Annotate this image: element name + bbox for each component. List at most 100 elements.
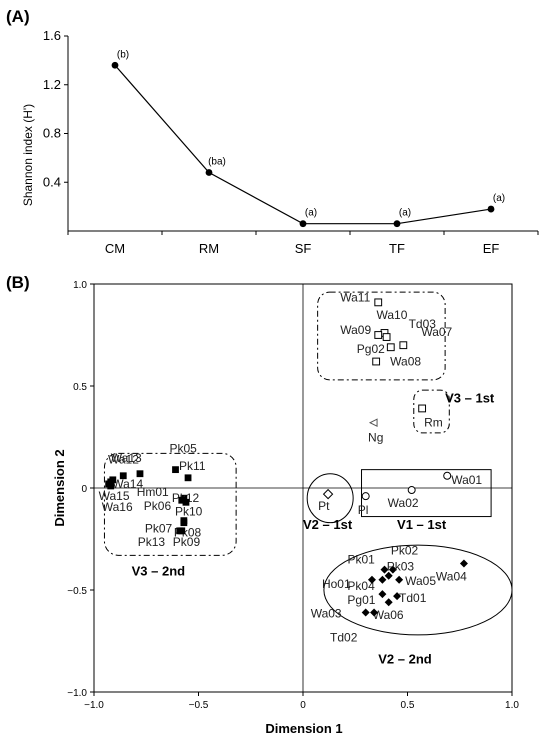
point-label: Wa01 [451,473,482,487]
point-label: Pk01 [348,553,376,567]
point-marker-filled-diamond [367,575,376,584]
point-marker-open-square [386,343,395,352]
enclosure-v2-2nd [323,544,513,636]
point-marker-filled-diamond [361,608,370,617]
panel-b-x-axis-title: Dimension 1 [265,721,342,736]
point-marker-filled-square [172,466,179,474]
point-label: Wa16 [102,500,133,514]
panel-a-series-line [114,64,492,225]
point-label: Wa15 [99,489,130,503]
panel-b-y-tick-label: 0 [81,484,87,495]
point-label: Wa02 [388,496,419,510]
enclosure-v3-1st-main [317,291,446,381]
point-marker-open-triangle [368,418,378,428]
panel-b-x-tick-label: −0.5 [189,700,209,711]
point-marker-filled-diamond [380,565,389,574]
point-label: Wa08 [390,355,421,369]
point-marker-filled-diamond [378,575,387,584]
point-marker-filled-diamond [370,608,379,617]
point-label: Pl [358,503,369,517]
panel-b-x-tick-label: 0.5 [401,700,415,711]
panel-a-point [487,205,495,213]
point-label: Wa12 [108,453,139,467]
panel-a-point [205,169,213,176]
point-label: Pk06 [144,499,172,513]
enclosure-v1-1st [361,469,492,518]
panel-a-y-tick-label: 1.2 [43,77,61,92]
point-label: Wa11 [340,290,370,304]
point-marker-filled-square [180,519,188,527]
enclosure-v3-2nd [103,452,237,556]
point-marker-filled-square [107,478,115,486]
point-marker-filled-diamond [378,590,387,599]
panel-b-x-tick-label: 1.0 [505,700,519,711]
point-label: Pk07 [145,522,173,536]
point-marker-open-square [372,357,381,366]
panel-a-y-tick-label: 1.6 [43,28,61,43]
point-marker-filled-diamond [384,571,393,580]
point-label: Wa04 [436,569,467,583]
point-marker-open-square [399,341,408,350]
point-marker-open-square [374,331,383,339]
point-label: Wa14 [112,477,143,491]
point-marker-filled-square [178,527,186,535]
point-marker-open-diamond [322,488,334,500]
point-label: Wa05 [405,574,436,588]
panel-b-y-tick-label: 1.0 [73,280,87,291]
enclosure-v3-1st-rm [413,389,450,434]
point-label: Wa13 [111,451,142,465]
point-marker-filled-square [119,472,127,480]
panel-a-point [299,220,307,228]
panel-b-y-tick-label: 0.5 [73,382,87,393]
point-marker-open-circle [407,486,416,495]
panel-a-point [393,220,401,228]
point-label: Wa03 [311,606,342,620]
point-label: Pk04 [347,579,375,593]
point-label: Pt [318,499,330,513]
panel-a-significance-label: (ba) [208,157,226,168]
panel-a-significance-label: (b) [117,49,129,60]
point-label: Pg01 [347,593,375,607]
point-label: Pk02 [391,544,419,558]
panel-a-label: (A) [6,7,30,26]
panel-a-significance-label: (a) [305,208,317,219]
point-label: Td01 [399,591,427,605]
point-label: Wa09 [340,323,371,337]
panel-a-x-tick-label: SF [295,241,312,256]
panel-a-x-tick-label: RM [199,241,219,256]
point-marker-open-circle [361,492,370,501]
panel-a-point [111,61,119,69]
group-label: V1 – 1st [397,517,447,532]
panel-a-x-tick-label: EF [483,241,500,256]
point-label: Hm01 [137,485,169,499]
point-marker-filled-square [178,496,186,504]
panel-b-y-axis-title: Dimension 2 [52,449,67,526]
point-marker-filled-diamond [384,598,393,607]
panel-b-x-tick-label: −1.0 [84,700,104,711]
point-label: Ho01 [322,577,351,591]
point-marker-open-square [374,298,383,307]
point-marker-filled-square [136,470,144,478]
panel-b-y-tick-label: −1.0 [67,688,87,699]
point-marker-open-circle [443,471,452,480]
point-label: Wa10 [377,308,408,322]
point-marker-filled-square [184,474,192,482]
point-label: Ng [368,431,383,445]
point-label: Pk10 [175,504,203,518]
point-marker-filled-square [182,498,190,506]
group-label: V3 – 2nd [132,564,186,579]
panel-a-significance-label: (a) [493,193,505,204]
point-label: Pk05 [170,442,198,456]
point-label: Pg02 [357,342,385,356]
point-label: Pk09 [173,535,201,549]
group-label: V2 – 1st [303,517,353,532]
point-label: Pk03 [387,560,415,574]
panel-a-x-tick-label: CM [105,241,125,256]
point-label: Td03 [409,317,437,331]
point-label: Rm [424,415,443,429]
panel-b-y-tick-label: −0.5 [67,586,87,597]
panel-a-significance-label: (a) [399,208,411,219]
panel-a-y-tick-label: 0.8 [43,126,61,141]
